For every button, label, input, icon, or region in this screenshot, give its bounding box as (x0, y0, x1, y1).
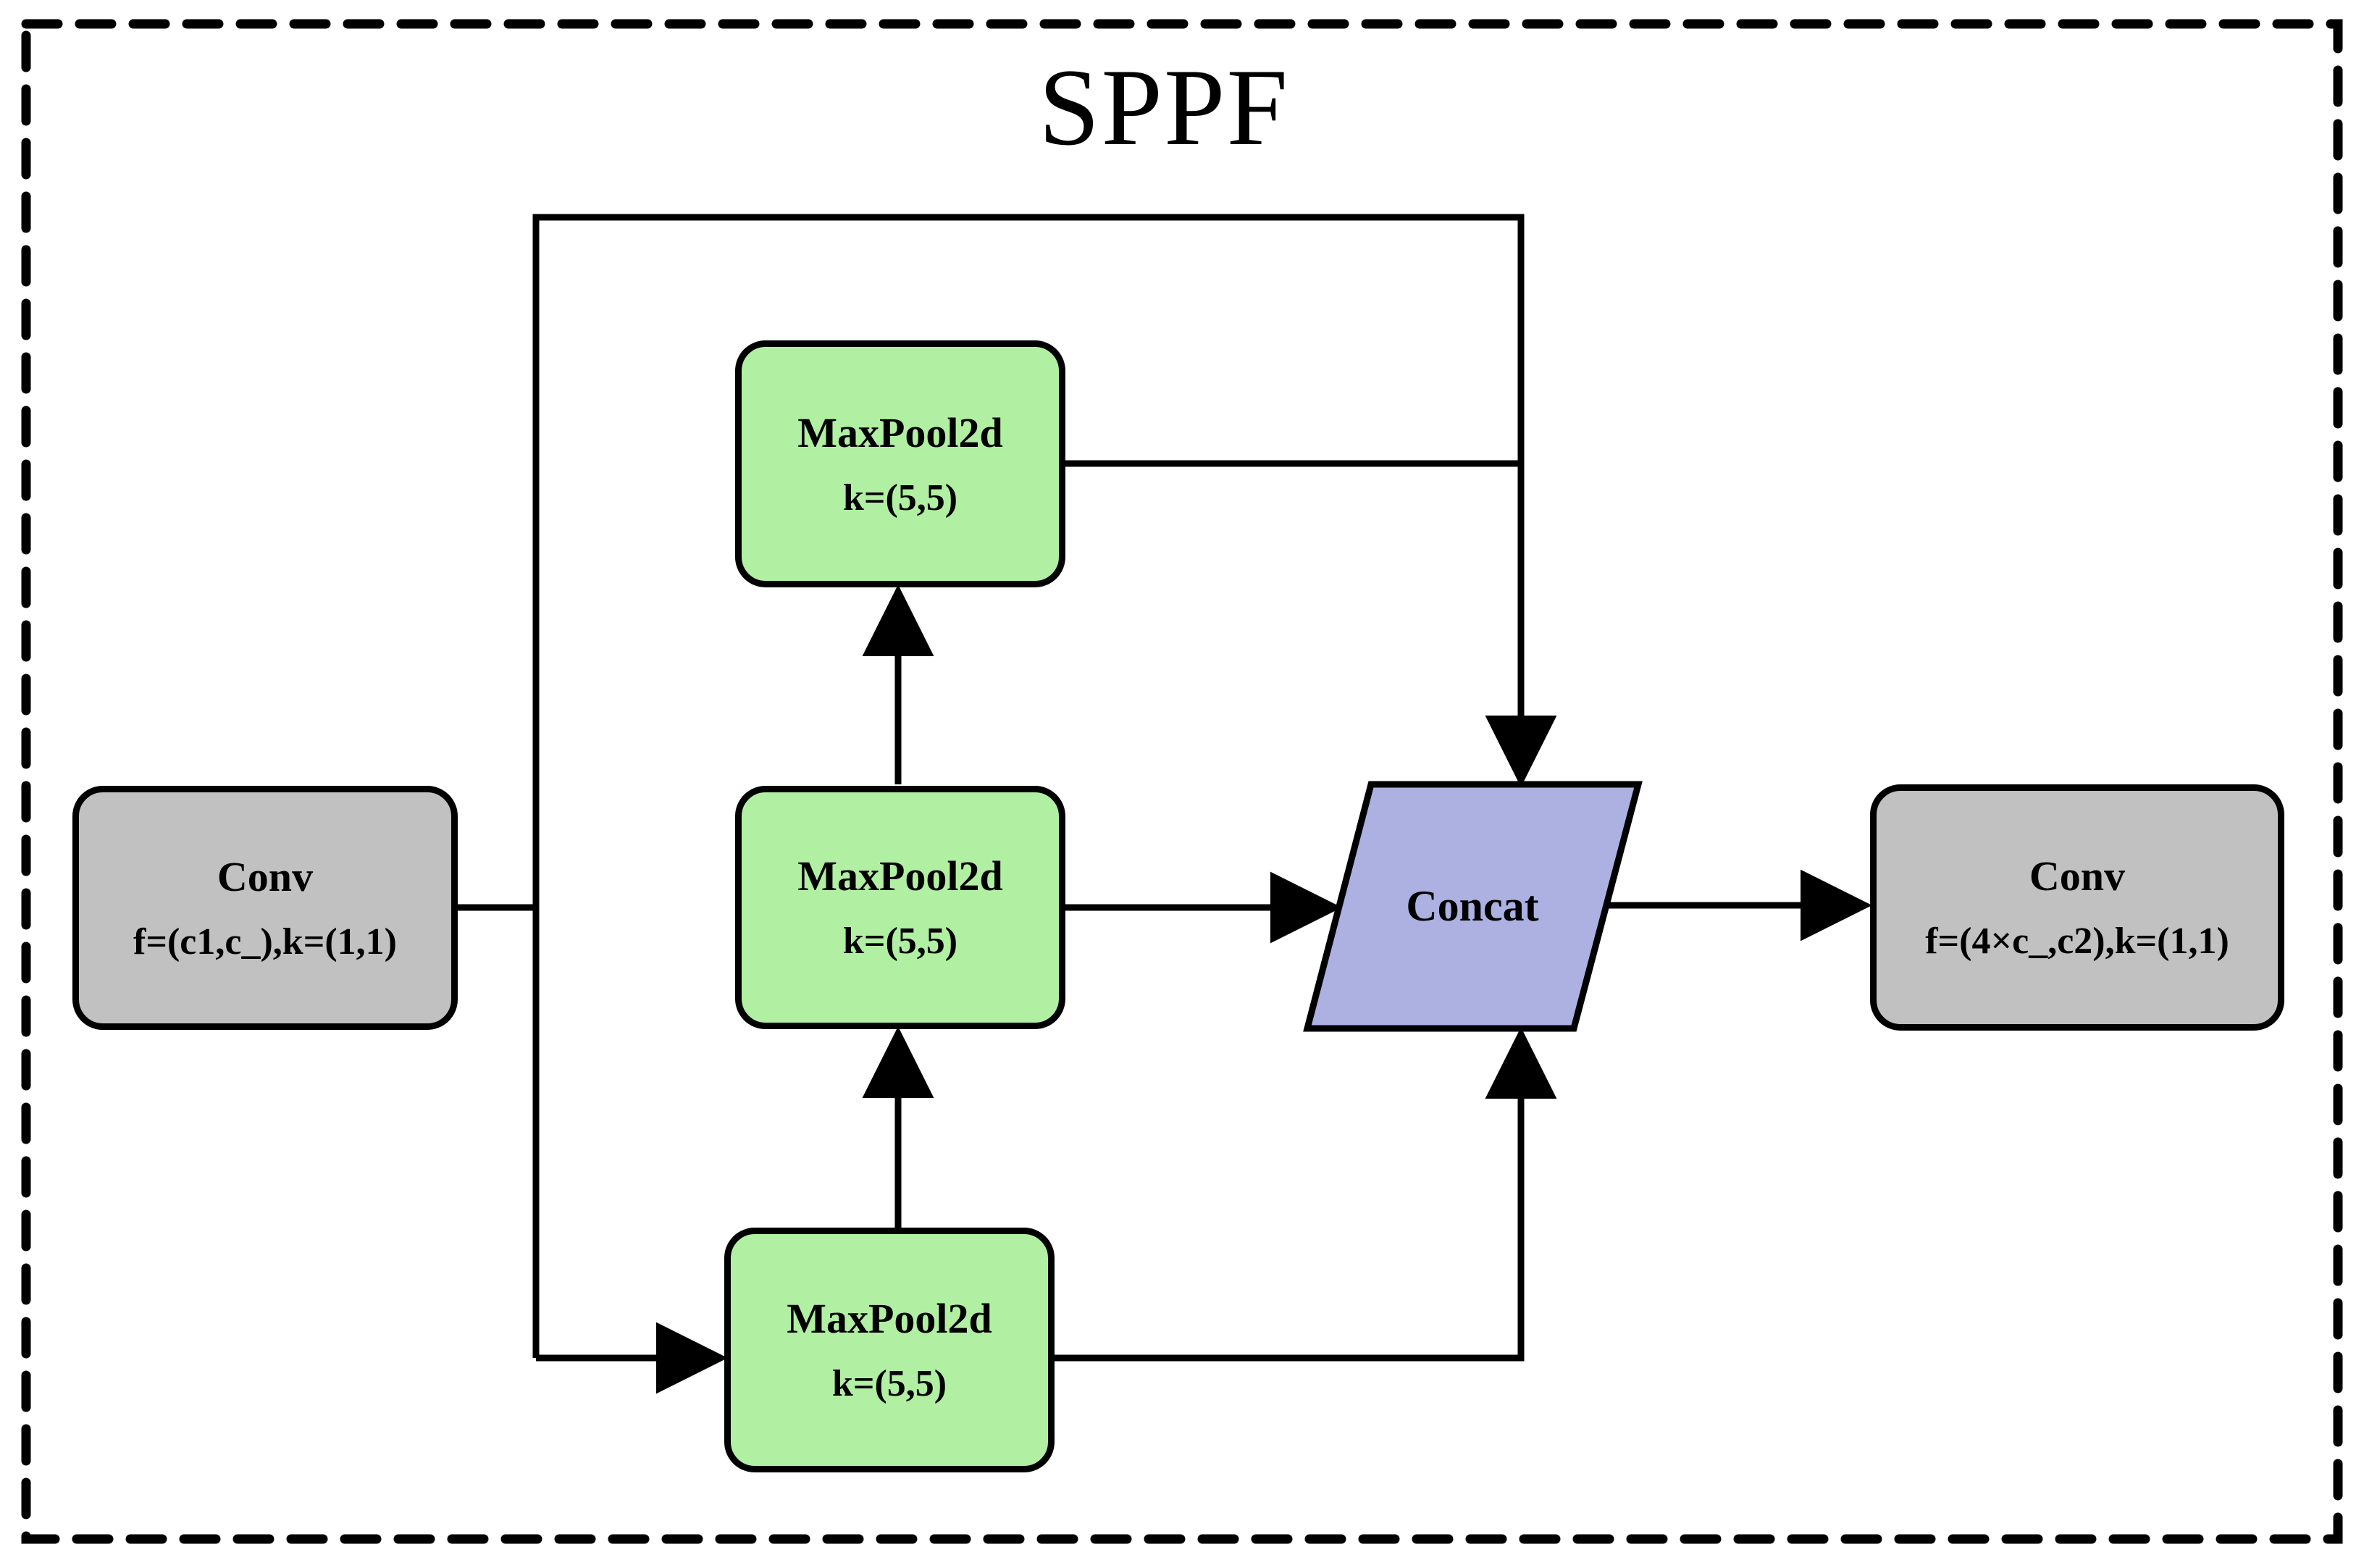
node-conv-input: Conv f=(c1,c_),k=(1,1) (72, 786, 458, 1030)
node-maxpool-top-name: MaxPool2d (797, 408, 1003, 456)
node-maxpool-middle-params: k=(5,5) (842, 921, 958, 962)
node-maxpool-top-params: k=(5,5) (842, 477, 958, 519)
node-concat-label: Concat (1406, 881, 1539, 930)
connector-bypass-to-concat-top (532, 214, 1557, 1358)
node-maxpool-top: MaxPool2d k=(5,5) (735, 340, 1065, 587)
node-conv-input-name: Conv (217, 852, 314, 900)
dashed-border (21, 19, 2343, 1544)
node-maxpool-bottom-params: k=(5,5) (831, 1363, 947, 1404)
node-concat-shape (1303, 781, 1643, 1032)
node-conv-output-name: Conv (2029, 852, 2126, 900)
node-maxpool-bottom-name: MaxPool2d (787, 1295, 992, 1342)
node-conv-output: Conv f=(4×c_,c2),k=(1,1) (1870, 784, 2284, 1031)
node-maxpool-bottom: MaxPool2d k=(5,5) (724, 1228, 1055, 1472)
node-maxpool-middle: MaxPool2d k=(5,5) (735, 786, 1065, 1029)
node-maxpool-middle-name: MaxPool2d (797, 852, 1003, 900)
node-conv-output-params: f=(4×c_,c2),k=(1,1) (1925, 921, 2229, 962)
node-conv-input-params: f=(c1,c_),k=(1,1) (133, 921, 397, 963)
diagram-title: SPPF (1038, 46, 1290, 168)
connector-maxpoolbottom-to-concat-bottom (1054, 1027, 1557, 1362)
